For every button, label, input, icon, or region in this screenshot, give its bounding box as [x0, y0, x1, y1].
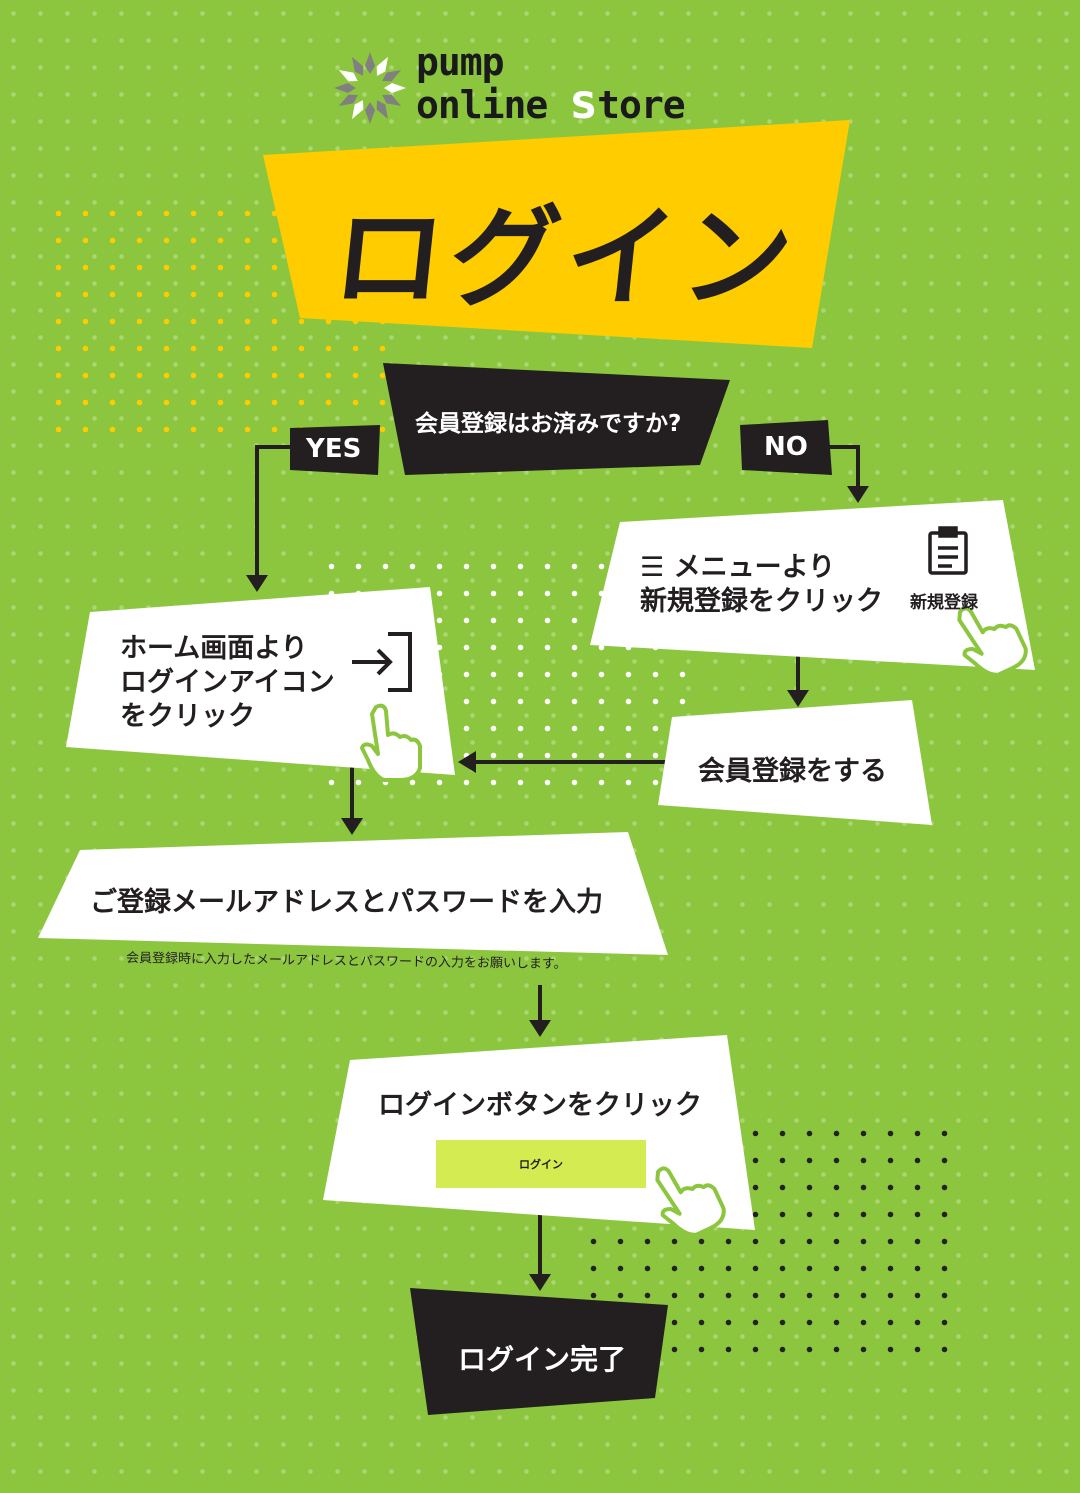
step-done-text: ログイン完了: [458, 1343, 627, 1376]
step-yes-line: ログインアイコン: [120, 667, 335, 698]
logo-text-online: online store: [416, 74, 686, 130]
yes-label: YES: [306, 434, 362, 464]
hand-pointer-icon: [957, 606, 1028, 677]
step-yes-box: [66, 587, 455, 775]
logo-burst-icon: [334, 52, 406, 124]
step-button-title: ログインボタンをクリック: [378, 1090, 702, 1121]
question-text: 会員登録はお済みですか?: [415, 411, 682, 437]
logo-text-pump: pump: [416, 40, 505, 84]
step-input-box: [38, 832, 668, 955]
question-box: [383, 363, 730, 475]
hand-pointer-icon: [655, 1166, 726, 1237]
login-button-label: ログイン: [519, 1158, 563, 1171]
step-no-line: メニューより: [673, 552, 836, 583]
step-register-box: [658, 700, 932, 825]
step-button-box: [323, 1035, 755, 1230]
login-icon: [352, 632, 412, 692]
step-yes-text: ホーム画面より ログインアイコン をクリック: [120, 632, 335, 734]
logo: pump online store: [330, 40, 760, 130]
title-banner: [263, 120, 850, 348]
step-no-text: ☰ メニューより 新規登録をクリック: [640, 551, 883, 619]
step-no-line: 新規登録をクリック: [640, 586, 883, 617]
arrowheads: [246, 486, 869, 1291]
register-icon-label: 新規登録: [910, 593, 978, 613]
step-yes-line: をクリック: [120, 701, 255, 732]
step-register-text: 会員登録をする: [698, 756, 887, 787]
page-title: ログイン: [327, 194, 805, 322]
no-label: NO: [764, 432, 808, 462]
step-no-box: [590, 500, 1035, 670]
step-yes-line: ホーム画面より: [120, 633, 308, 664]
hamburger-icon: ☰: [640, 552, 665, 583]
step-input-title: ご登録メールアドレスとパスワードを入力: [90, 887, 603, 918]
yes-tag: [290, 425, 380, 475]
login-button[interactable]: ログイン: [436, 1140, 646, 1188]
connector-lines: [255, 445, 860, 1276]
clipboard-icon: [928, 526, 968, 575]
step-done-box: [410, 1288, 668, 1415]
no-tag: [740, 420, 832, 475]
hand-pointer-icon: [360, 703, 422, 782]
